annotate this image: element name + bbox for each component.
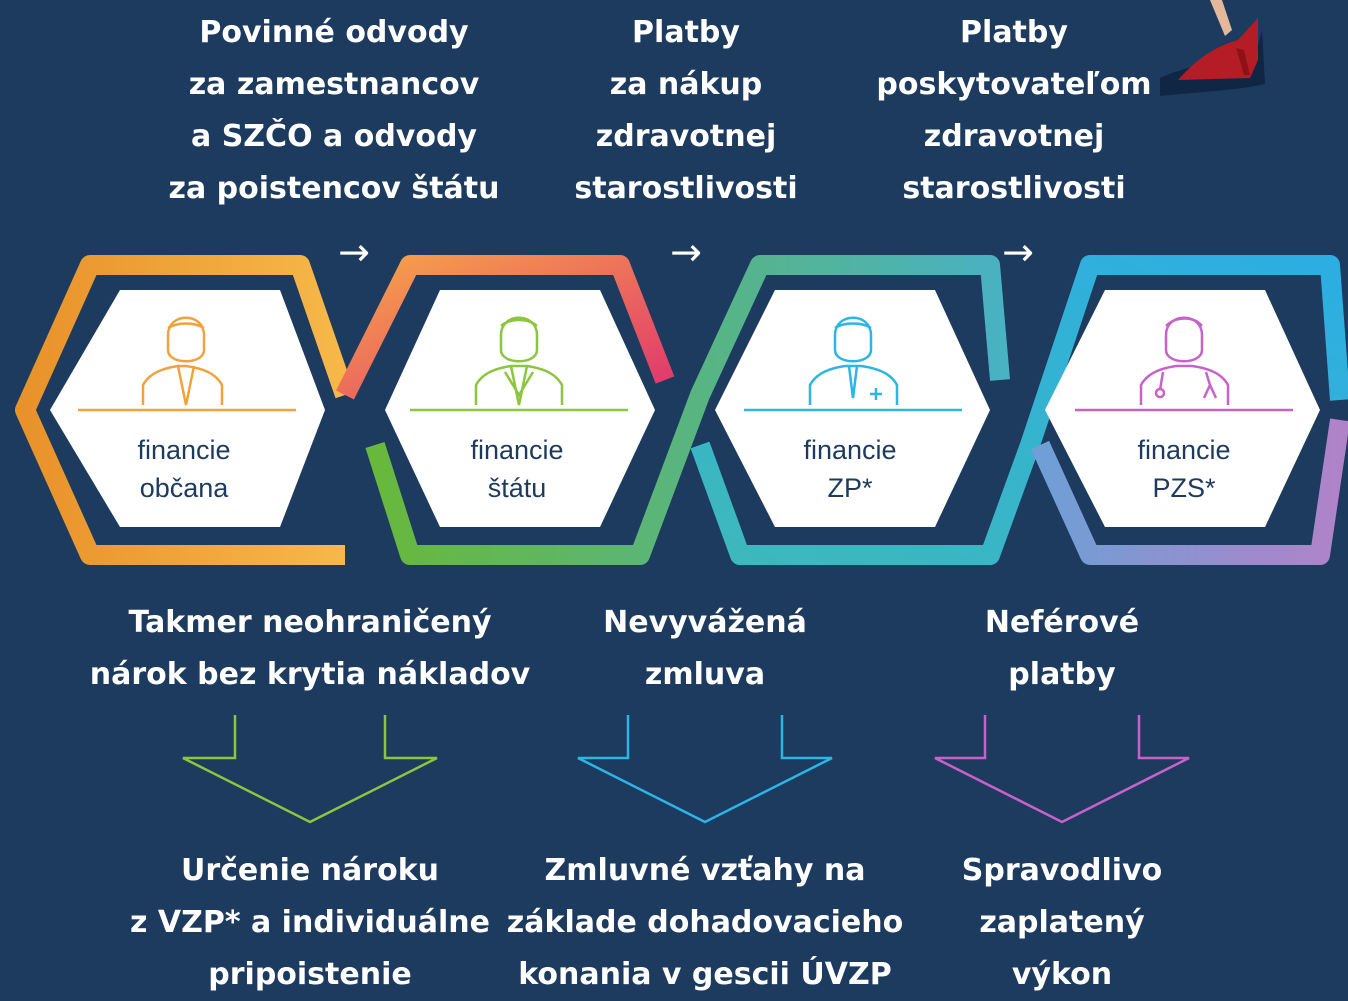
solution-arrow-blue: [577, 715, 833, 824]
solution-arrow-purple: [934, 715, 1190, 824]
hexagon-cores: [50, 290, 1320, 527]
insurer-icon: [808, 316, 899, 405]
shoe-illustration: [1160, 0, 1265, 96]
hexagon-ribbons: [15, 255, 1348, 565]
solution-arrow-green: [182, 715, 438, 824]
flow-arrow-2: →: [670, 230, 702, 274]
official-icon: [474, 316, 564, 406]
flow-arrow-1: →: [338, 230, 370, 274]
flow-arrow-3: →: [1002, 230, 1034, 274]
citizen-icon: [141, 316, 224, 406]
doctor-icon: [1139, 316, 1230, 405]
